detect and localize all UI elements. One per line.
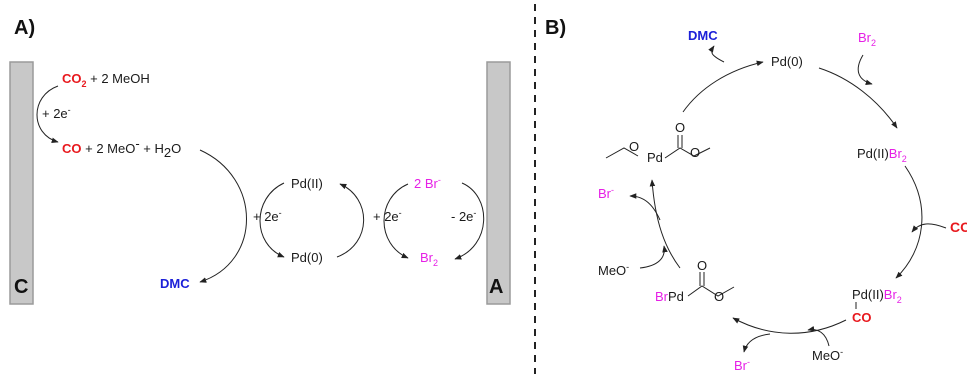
brpd-ester-bonds: [687, 285, 735, 297]
two-bromide-label: 2 Br-: [414, 175, 441, 191]
co-reagent-b: CO: [950, 219, 967, 235]
methoxide-entry-arrow-1: [807, 326, 830, 347]
brpd-ester-oxygen: O: [714, 289, 724, 304]
dmc-product-b: DMC: [688, 28, 718, 43]
pd-ii-label-a: Pd(II): [291, 176, 323, 191]
bromide-release-arrow-2: [629, 193, 661, 221]
co-entry-arrow: [911, 223, 947, 233]
co-coordination-arc: [895, 165, 923, 279]
bromopalladium-ester: BrPd: [655, 289, 684, 304]
anode-electrode: [486, 61, 511, 305]
anode-label: A: [489, 276, 503, 298]
reductive-elimination-arrow: [682, 60, 764, 113]
cathode-electrode: [9, 61, 34, 305]
methoxide-reagent-1: MeO-: [812, 347, 843, 363]
pd-0-label-a: Pd(0): [291, 250, 323, 265]
second-methoxide-arc: [649, 179, 681, 269]
bromide-release-1: Br-: [734, 357, 750, 373]
bromine-label-a: Br2: [420, 250, 438, 268]
cathode-electron-label: + 2e-: [42, 105, 71, 121]
panel-b-label: B): [545, 17, 566, 39]
pd-electron-label: + 2e-: [253, 208, 282, 224]
dmc-product-a: DMC: [160, 276, 190, 291]
co2-methanol-reactants: CO2 + 2 MeOH: [62, 71, 150, 89]
pd-ii-br2-co-label: Pd(II)Br2: [852, 287, 902, 305]
anode-electron-label: - 2e-: [451, 208, 476, 224]
co-ligand: CO: [852, 310, 872, 325]
methoxy-oxygen: O: [629, 139, 639, 154]
pd-ester-oxygen: O: [690, 145, 700, 160]
bromide-release-2: Br-: [598, 185, 614, 201]
bromide-reduction-arrow: [383, 183, 409, 259]
pd-carbonyl-oxygen: O: [675, 120, 685, 135]
anode-oxidation-arrow: [454, 182, 485, 260]
pd-carbonyl-bonds: [664, 147, 711, 159]
co-methoxide-water: CO + 2 MeO- + H2O: [62, 136, 181, 160]
cathode-reduction-arrow: [36, 85, 59, 143]
oxidative-addition-arrow: [818, 67, 898, 129]
pd-oxidation-arrow: [336, 183, 365, 258]
cathode-label: C: [14, 276, 28, 298]
methoxide-attack-arrow: [732, 317, 847, 334]
methoxide-entry-arrow-2: [639, 245, 668, 269]
pd-ii-br2-label: Pd(II)Br2: [857, 146, 907, 164]
pd-0-label-b: Pd(0): [771, 54, 803, 69]
carbonylation-arc-arrow: [199, 149, 247, 283]
pd-reduction-arrow: [259, 182, 285, 258]
bromide-release-arrow-1: [742, 333, 771, 353]
pd-methoxycarbonyl-pd: Pd: [647, 150, 663, 165]
co2-text: CO: [62, 71, 82, 86]
bromine-reagent-b: Br2: [858, 30, 876, 48]
panel-a-label: A): [14, 17, 35, 39]
methoxide-reagent-2: MeO-: [598, 262, 629, 278]
methoxy-pd-bonds: [605, 147, 639, 159]
brpd-carbonyl-oxygen: O: [697, 258, 707, 273]
dmc-release-arrow: [708, 45, 725, 63]
bromine-electron-label: + 2e-: [373, 208, 402, 224]
bromine-entry-arrow: [857, 54, 873, 85]
